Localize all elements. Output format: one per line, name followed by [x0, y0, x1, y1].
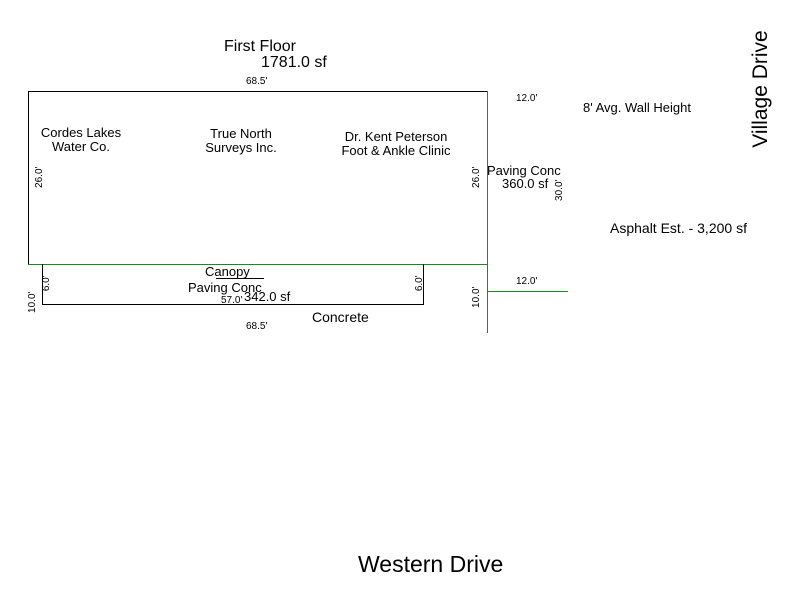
floor-area: 1781.0 sf [261, 54, 327, 71]
tenant-cordes-lakes-line2: Water Co. [51, 138, 111, 154]
paving-area: 360.0 sf [502, 176, 549, 191]
canopy-outline [42, 264, 424, 305]
dim-lower-left: 10.0' [26, 291, 38, 313]
canopy-label: Canopy [205, 264, 250, 279]
building-right-edge [487, 91, 488, 333]
dim-lower-width: 12.0' [516, 276, 538, 287]
tenant-foot-ankle-clinic-line1: Dr. Kent Peterson [344, 129, 448, 144]
asphalt-estimate: Asphalt Est. - 3,200 sf [610, 220, 747, 236]
tenant-true-north-line2: Surveys Inc. [205, 139, 277, 155]
tenant-foot-ankle-clinic-line2: Foot & Ankle Clinic [341, 142, 451, 158]
paving-label: Paving Conc [487, 163, 561, 178]
dim-paving-right: 30.0' [553, 179, 565, 201]
floor-title: First Floor [224, 38, 296, 55]
tenant-true-north-line1: True North [210, 126, 272, 141]
dim-canopy-right: 6.0' [413, 275, 425, 292]
dim-paving-top: 12.0' [516, 93, 538, 104]
tenant-true-north: True North Surveys Inc. [196, 127, 286, 154]
street-western-drive: Western Drive [358, 551, 504, 577]
dim-left: 26.0' [33, 166, 45, 188]
dim-canopy-width: 57.0' [221, 295, 243, 306]
canopy-paving-label: Paving Conc [188, 280, 262, 295]
dim-bottom: 68.5' [246, 321, 268, 332]
dim-top: 68.5' [246, 76, 268, 87]
concrete-label: Concrete [312, 309, 369, 325]
canopy-label-underline [216, 278, 264, 279]
dim-canopy-left: 6.0' [40, 275, 52, 292]
tenant-foot-ankle-clinic: Dr. Kent Peterson Foot & Ankle Clinic [331, 130, 461, 157]
building-bottom-edge [28, 264, 488, 265]
lower-paving-line [487, 291, 568, 292]
canopy-area: 342.0 sf [244, 289, 291, 304]
building-outline [28, 91, 488, 265]
dim-lower-right: 10.0' [470, 286, 482, 308]
tenant-cordes-lakes-line1: Cordes Lakes [40, 125, 122, 140]
dim-right: 26.0' [470, 166, 482, 188]
street-village-drive: Village Drive [748, 30, 772, 148]
wall-height-note: 8' Avg. Wall Height [583, 100, 691, 115]
tenant-cordes-lakes: Cordes Lakes Water Co. [33, 126, 129, 153]
